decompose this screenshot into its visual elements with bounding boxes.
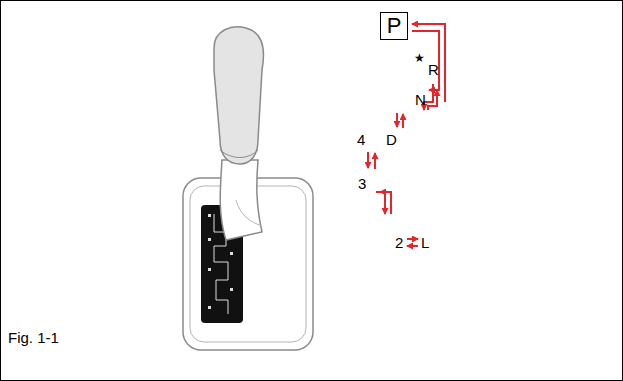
gear-letter: P [387,15,402,37]
gear-letter: N [415,92,426,107]
figure-caption: Fig. 1-1 [8,330,59,345]
gear-number: 3 [358,176,366,191]
gear-letter: L [421,235,429,250]
gear-box: P [380,12,408,40]
gear-letter: R [428,62,439,77]
gear-number: 2 [395,235,403,250]
gear-number: 4 [357,132,365,147]
gear-letter: D [386,132,397,147]
star-mark: ★ [414,52,425,64]
